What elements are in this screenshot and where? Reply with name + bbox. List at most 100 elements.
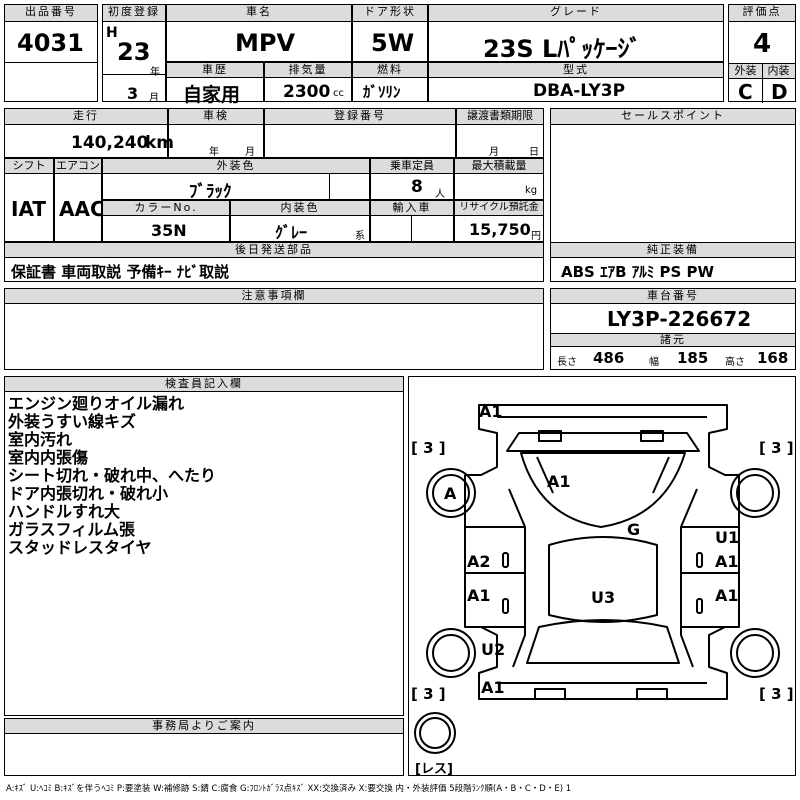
capacity-unit: 人 <box>435 189 445 200</box>
mark-fr-fender-1: U1 <box>715 528 739 547</box>
history-cell: 車歴 自家用 <box>166 62 264 106</box>
fuel-cell: 燃料 ｶﾞｿﾘﾝ <box>352 62 428 102</box>
spec-height-label: 高さ <box>725 357 745 368</box>
mark-rr-door: A1 <box>715 586 739 605</box>
mark-fr-fender-2: A1 <box>715 552 739 571</box>
aircon-value: AAC <box>59 197 105 221</box>
mark-front-bumper: A1 <box>479 402 503 421</box>
remark-line: エンジン廻りオイル漏れ <box>8 394 185 413</box>
mileage-cell: 走行 140,240 km <box>4 108 174 158</box>
int-label: 内装 <box>762 63 795 79</box>
mileage-label: 走行 <box>5 109 167 125</box>
aircon-cell: エアコン AAC <box>54 158 105 242</box>
later-parts-value: 保証書 車両取説 予備ｷｰ ﾅﾋﾞ取説 <box>11 263 230 281</box>
lot-no-cell: 出品番号 4031 <box>4 4 98 102</box>
max-load-label: 最大積載量 <box>455 159 543 174</box>
lot-no-value: 4031 <box>17 29 84 57</box>
ext-score-value: C <box>738 80 753 104</box>
mark-rl-quarter: U2 <box>481 640 505 659</box>
car-body-outline <box>464 404 740 700</box>
remark-line: ハンドルすれ大 <box>8 502 121 521</box>
car-name-label: 車名 <box>167 5 351 22</box>
chassis-label: 車台番号 <box>551 289 795 304</box>
recycle-value: 15,750 <box>469 220 531 239</box>
sales-points-cell: セールスポイント <box>550 108 796 258</box>
car-name-cell: 車名 MPV <box>166 4 352 62</box>
remark-line: 室内汚れ <box>8 430 73 449</box>
spec-width-label: 幅 <box>649 357 659 368</box>
wheel-front-left <box>426 468 476 518</box>
recycle-cell: リサイクル預託金 15,750 円 <box>454 200 544 242</box>
max-load-unit: kg <box>525 185 538 196</box>
wheel-rear-right <box>730 628 780 678</box>
roof-outline <box>548 536 658 623</box>
year-unit: 年 <box>150 67 160 78</box>
fuel-label: 燃料 <box>353 63 427 78</box>
shift-value: IAT <box>11 197 47 221</box>
first-reg-label: 初度登録 <box>103 5 165 22</box>
ext-color-value: ﾌﾞﾗｯｸ <box>189 182 232 202</box>
lot-no-label: 出品番号 <box>5 5 97 22</box>
chassis-value: LY3P-226672 <box>607 307 752 331</box>
color-no-label: カラーNo. <box>103 201 229 216</box>
ext-color-cell: 外装色 ﾌﾞﾗｯｸ <box>102 158 370 202</box>
remark-line: ガラスフィルム張 <box>8 520 136 539</box>
grade-label: グレード <box>429 5 723 22</box>
history-label: 車歴 <box>167 63 263 78</box>
car-diagram: [ 3 ] [ 3 ] [ 3 ] [ 3 ] [レス] A1 A1 G A U… <box>411 402 794 775</box>
tire-rl-depth: [ 3 ] <box>411 685 446 703</box>
color-no-value: 35N <box>151 221 187 240</box>
inspection-year-unit: 年 <box>209 147 219 158</box>
fuel-value: ｶﾞｿﾘﾝ <box>363 83 401 101</box>
wheel-rear-left <box>426 628 476 678</box>
car-name-value: MPV <box>235 29 296 57</box>
int-color-unit: 系 <box>355 231 365 242</box>
door-value: 5W <box>371 29 415 57</box>
int-color-value: ｸﾞﾚｰ <box>275 223 308 242</box>
spec-length-value: 486 <box>593 349 625 367</box>
score-label: 評価点 <box>729 5 795 22</box>
later-parts-cell: 後日発送部品 保証書 車両取説 予備ｷｰ ﾅﾋﾞ取説 <box>4 242 544 282</box>
inspector-remarks-list: エンジン廻りオイル漏れ 外装うすい線キズ 室内汚れ 室内内張傷 シート切れ・破れ… <box>8 395 216 557</box>
month-unit: 月 <box>149 93 159 104</box>
capacity-cell: 乗車定員 8 人 <box>370 158 454 200</box>
month-value: 3 <box>127 84 139 103</box>
shift-cell: シフト IAT <box>4 158 54 242</box>
reg-no-label: 登録番号 <box>265 109 455 125</box>
rear-window <box>526 619 680 664</box>
later-parts-label: 後日発送部品 <box>5 243 543 258</box>
era-value: H <box>106 25 118 41</box>
windshield <box>520 452 686 528</box>
office-info-panel: 事務局よりご案内 <box>4 718 404 776</box>
cc-unit: cc <box>333 88 344 99</box>
genuine-label: 純正装備 <box>551 243 795 258</box>
tire-fr-depth: [ 3 ] <box>759 439 794 457</box>
first-reg-cell: 初度登録 H 23 年 3 月 <box>102 4 166 104</box>
inspector-remarks-label: 検査員記入欄 <box>5 377 403 392</box>
displacement-cell: 排気量 2300 cc <box>264 62 352 102</box>
model-code-value: DBA-LY3P <box>533 81 626 101</box>
int-color-cell: 内装色 ｸﾞﾚｰ 系 <box>230 200 370 242</box>
capacity-value: 8 <box>411 177 423 197</box>
transfer-cell: 譲渡書類期限 月 日 <box>456 108 544 158</box>
chassis-cell: 車台番号 LY3P-226672 諸元 長さ 486 幅 185 高さ 168 <box>550 288 796 370</box>
transfer-month-unit: 月 <box>489 147 499 158</box>
mark-windshield: G <box>627 520 640 539</box>
inspector-remarks-panel: 検査員記入欄 <box>4 376 404 716</box>
wheel-front-right <box>730 468 780 518</box>
door-label: ドア形状 <box>353 5 427 22</box>
ext-color-label: 外装色 <box>103 159 369 174</box>
score-cell: 評価点 4 外装 内装 C D <box>728 4 796 104</box>
remark-line: シート切れ・破れ中、へたり <box>8 466 217 485</box>
capacity-label: 乗車定員 <box>371 159 453 174</box>
max-load-cell: 最大積載量 kg <box>454 158 544 200</box>
year-value: 23 <box>117 38 151 66</box>
remark-line: ドア内張切れ・破れ小 <box>8 484 169 503</box>
mark-fl-door: A2 <box>467 552 491 571</box>
mark-fl-wheel: A <box>444 484 457 503</box>
recycle-label: リサイクル預託金 <box>455 201 543 216</box>
genuine-cell: 純正装備 ABS ｴｱB ｱﾙﾐ PS PW <box>550 242 796 282</box>
spare-tire-status: [レス] <box>415 762 453 775</box>
spare-wheel <box>414 712 456 754</box>
car-diagram-panel: [ 3 ] [ 3 ] [ 3 ] [ 3 ] [レス] A1 A1 G A U… <box>408 376 796 776</box>
